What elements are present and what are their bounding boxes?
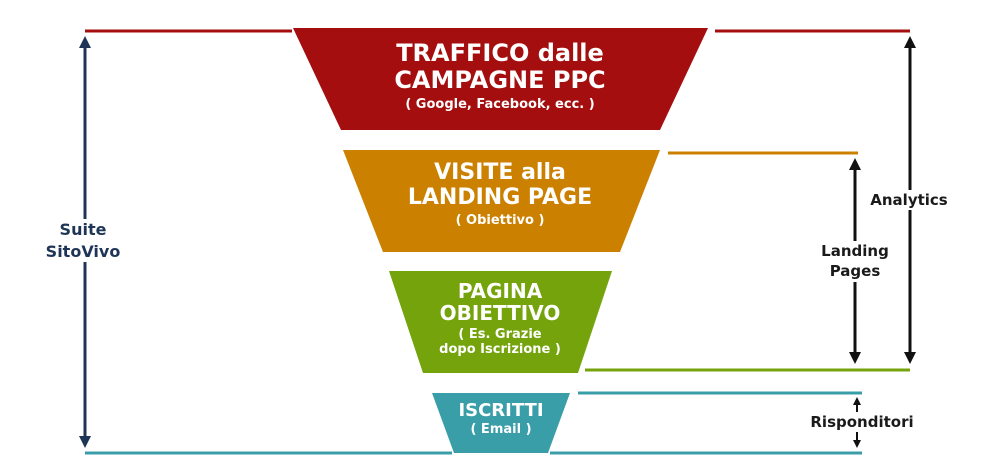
funnel-stage-pagina-obiettivo	[389, 271, 612, 373]
suite-label-line1: Suite	[59, 220, 107, 239]
stage-text-pagina-obiettivo: PAGINA OBIETTIVO ( Es. Grazie dopo Iscri…	[395, 280, 605, 358]
stage-subtitle: ( Google, Facebook, ecc. )	[405, 96, 595, 112]
landing-label-line2: Pages	[829, 262, 881, 281]
stage-title-line1: PAGINA	[457, 279, 543, 303]
suite-sitovivo-label: Suite SitoVivo	[28, 219, 138, 263]
stage-subtitle: ( Obiettivo )	[455, 213, 545, 229]
suite-label-line2: SitoVivo	[45, 241, 121, 261]
analytics-label-text: Analytics	[870, 191, 948, 209]
risponditori-label-text: Risponditori	[810, 413, 914, 431]
funnel-stage-visite	[343, 150, 660, 252]
landing-label-line1: Landing	[821, 242, 889, 260]
stage-title-line2: OBIETTIVO	[439, 301, 561, 326]
risponditori-label: Risponditori	[800, 412, 924, 433]
funnel-stage-traffico	[293, 28, 708, 130]
analytics-label: Analytics	[860, 190, 958, 211]
funnel-stage-iscritti	[432, 393, 570, 453]
stage-text-visite: VISITE alla LANDING PAGE ( Obiettivo )	[350, 160, 650, 229]
stage-text-traffico: TRAFFICO dalle CAMPAGNE PPC ( Google, Fa…	[300, 40, 700, 112]
stage-title: ISCRITTI	[458, 400, 544, 421]
landing-pages-label: Landing Pages	[808, 241, 902, 282]
stage-title-line1: VISITE alla	[434, 160, 566, 185]
stage-subtitle-line1: ( Es. Grazie	[458, 326, 542, 342]
stage-title-line2: LANDING PAGE	[407, 184, 593, 210]
stage-title-line1: TRAFFICO dalle	[396, 39, 604, 67]
stage-title-line2: CAMPAGNE PPC	[394, 65, 606, 94]
stage-subtitle: ( Email )	[470, 422, 532, 438]
stage-subtitle-line2: dopo Iscrizione )	[439, 342, 561, 358]
stage-text-iscritti: ISCRITTI ( Email )	[432, 400, 570, 438]
